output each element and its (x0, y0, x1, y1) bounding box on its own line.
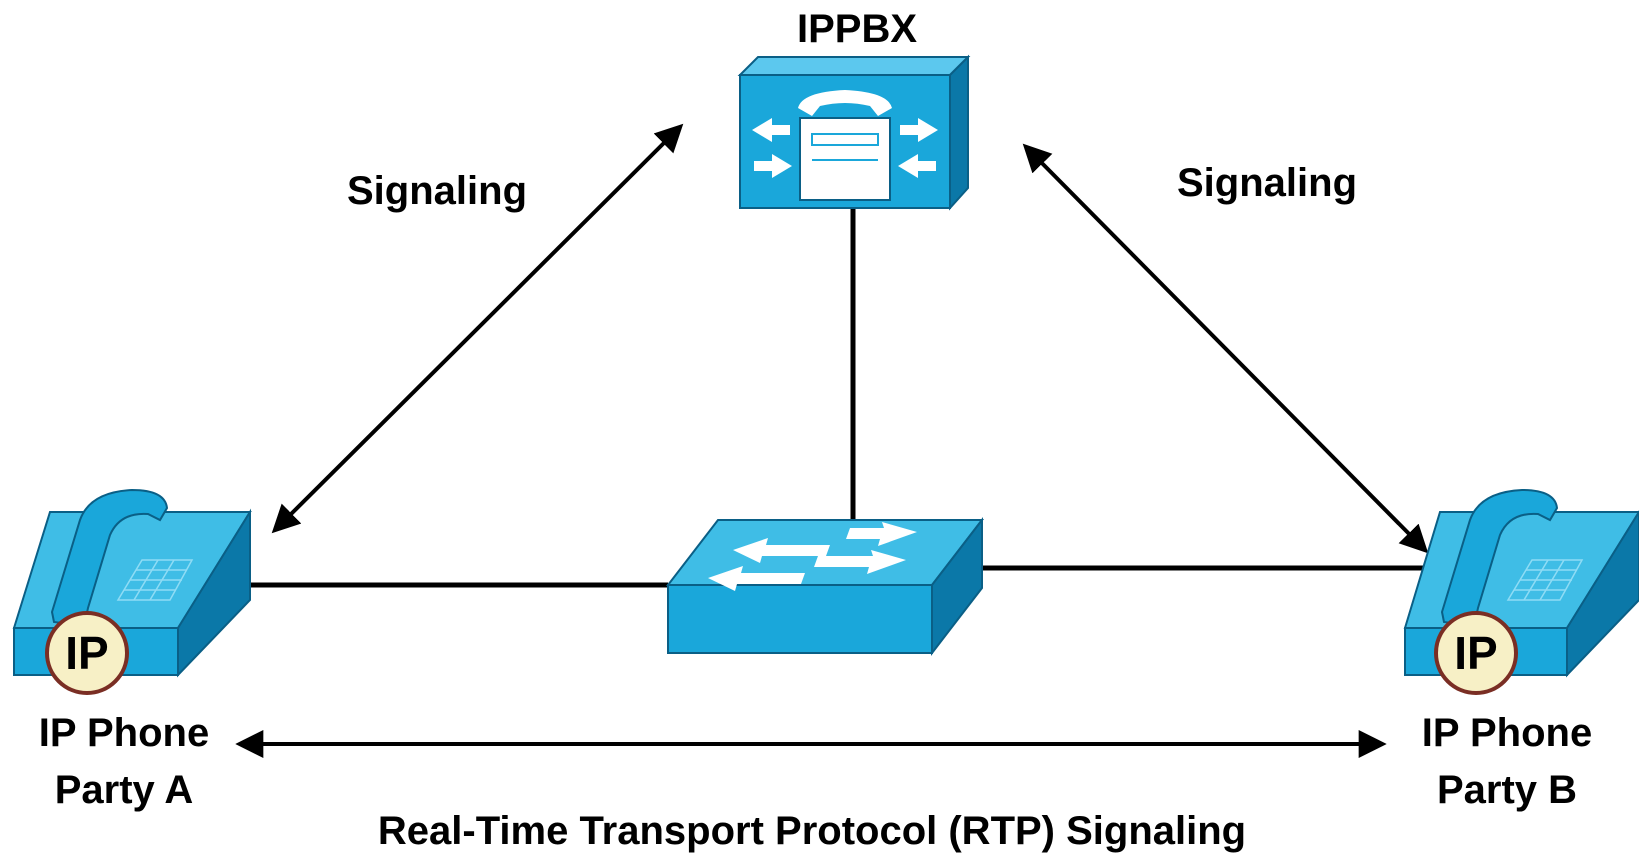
signaling-label-left: Signaling (347, 169, 527, 213)
ip-phone-icon-party-a: IP (12, 488, 252, 695)
ip-badge-a: IP (65, 627, 108, 679)
phone-a-label-line1: IP Phone (39, 711, 209, 755)
phone-b-label-line1: IP Phone (1422, 711, 1592, 755)
phone-a-label-line2: Party A (55, 768, 194, 812)
call-manager-icon (737, 54, 971, 211)
ip-badge-b: IP (1454, 627, 1497, 679)
rtp-label: Real-Time Transport Protocol (RTP) Signa… (378, 809, 1246, 853)
ippbx-label: IPPBX (797, 7, 917, 51)
phone-b-label-line2: Party B (1437, 768, 1577, 812)
signaling-label-right: Signaling (1177, 161, 1357, 205)
workgroup-switch-icon (665, 517, 985, 656)
signaling-arrow-right (1022, 143, 1429, 554)
ip-phone-icon-party-b: IP (1403, 488, 1639, 695)
signaling-arrow-left (271, 123, 684, 534)
